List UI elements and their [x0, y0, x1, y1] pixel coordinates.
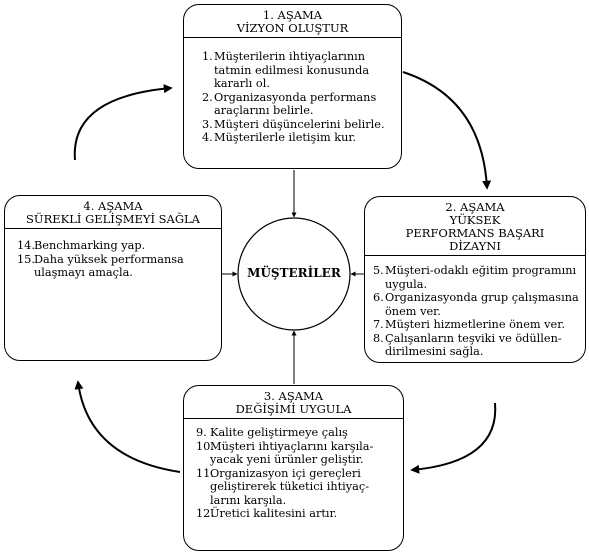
step-number: 12. [196, 507, 214, 520]
step-item: 9.Kalite geliştirmeye çalış [196, 426, 399, 440]
stage-4-steps: 14.Benchmarking yap. 15.Daha yüksek perf… [5, 229, 221, 280]
step-text: Benchmarking yap. [34, 239, 146, 252]
step-number: 6. [373, 291, 384, 304]
step-text: Müşterilerin ihtiyaçlarının tatmin edilm… [214, 50, 370, 90]
stage-4-header: 4. AŞAMA SÜREKLİ GELİŞMEYİ SAĞLA [5, 196, 221, 226]
stage-subtitle: SÜREKLİ GELİŞMEYİ SAĞLA [26, 212, 200, 226]
step-item: 1.Müşterilerin ihtiyaçlarının tatmin edi… [202, 50, 393, 91]
header-divider [184, 37, 401, 38]
stage-title: 3. AŞAMA [263, 389, 324, 403]
step-number: 14. [17, 239, 35, 252]
step-number: 8. [373, 331, 384, 345]
cycle-arrow-2-to-3 [410, 402, 497, 474]
step-number: 10. [196, 439, 214, 453]
step-text: Organizasyon içi gereçleri geliştirerek … [210, 466, 370, 507]
stage-subtitle: VİZYON OLUŞTUR [236, 21, 349, 35]
header-divider [184, 418, 403, 419]
step-item: 2.Organizasyonda performans araçlarını b… [202, 91, 393, 118]
stage-3-steps: 9.Kalite geliştirmeye çalış 10.Müşteri i… [184, 419, 403, 521]
stage-title: 2. AŞAMA [445, 200, 505, 214]
step-number: 9. [196, 426, 207, 439]
step-item: 15.Daha yüksek performansa ulaşmayı amaç… [17, 253, 215, 280]
stage-1-steps: 1.Müşterilerin ihtiyaçlarının tatmin edi… [184, 38, 401, 145]
header-divider [365, 255, 585, 256]
step-item: 10.Müşteri ihtiyaçlarını karşıla-yacak y… [196, 440, 399, 467]
cycle-arrow-3-to-4 [74, 380, 181, 473]
step-item: 6.Organizasyonda grup çalışmasına önem v… [373, 291, 581, 318]
cycle-arrow-4-to-1 [73, 84, 173, 161]
step-number: 11. [196, 466, 214, 480]
step-text: Çalışanların teşviki ve ödüllen-dirilmes… [385, 331, 562, 359]
step-number: 2. [202, 90, 213, 104]
step-number: 7. [373, 318, 384, 331]
stage-1-header: 1. AŞAMA VİZYON OLUŞTUR [184, 5, 401, 35]
step-text: Üretici kalitesini artır. [210, 507, 338, 520]
step-number: 5. [373, 264, 384, 277]
cycle-arrow-1-to-2 [402, 71, 492, 190]
step-text: Müşterilerle iletişim kur. [214, 131, 357, 144]
stage-subtitle: YÜKSEK PERFORMANS BAŞARI DİZAYNI [405, 213, 545, 253]
customers-circle [237, 217, 351, 331]
step-text: Organizasyonda performans araçlarını bel… [214, 90, 377, 118]
stage-3-header: 3. AŞAMA DEĞİŞİMİ UYGULA [184, 386, 403, 416]
stage-1-box: 1. AŞAMA VİZYON OLUŞTUR 1.Müşterilerin i… [183, 4, 402, 169]
step-number: 4. [202, 131, 213, 144]
step-text: Müşteri düşüncelerini belirle. [214, 117, 385, 131]
step-text: Organizasyonda grup çalışmasına önem ver… [385, 291, 579, 318]
step-number: 3. [202, 117, 213, 131]
stage-title: 1. AŞAMA [262, 8, 323, 22]
step-item: 14.Benchmarking yap. [17, 239, 215, 253]
step-item: 7.Müşteri hizmetlerine önem ver. [373, 318, 581, 332]
header-divider [5, 228, 221, 229]
stage-subtitle: DEĞİŞİMİ UYGULA [235, 402, 352, 416]
step-text: Daha yüksek performansa ulaşmayı amaçla. [34, 252, 184, 280]
step-text: Kalite geliştirmeye çalış [210, 426, 348, 439]
customers-label: MÜŞTERİLER [247, 266, 341, 280]
step-number: 1. [202, 50, 213, 63]
stage-4-box: 4. AŞAMA SÜREKLİ GELİŞMEYİ SAĞLA 14.Benc… [4, 195, 222, 361]
stage-3-box: 3. AŞAMA DEĞİŞİMİ UYGULA 9.Kalite gelişt… [183, 385, 404, 551]
step-item: 8.Çalışanların teşviki ve ödüllen-dirilm… [373, 332, 581, 359]
step-item: 12.Üretici kalitesini artır. [196, 507, 399, 521]
step-text: Müşteri ihtiyaçlarını karşıla-yacak yeni… [210, 439, 374, 467]
step-text: Müşteri hizmetlerine önem ver. [385, 318, 565, 331]
step-text: Müşteri-odaklı eğitim programını uygula. [385, 264, 577, 291]
stage-2-header: 2. AŞAMA YÜKSEK PERFORMANS BAŞARI DİZAYN… [365, 197, 585, 253]
step-item: 5.Müşteri-odaklı eğitim programını uygul… [373, 264, 581, 291]
step-number: 15. [17, 252, 35, 266]
step-item: 11.Organizasyon içi gereçleri geliştirer… [196, 467, 399, 508]
step-item: 4.Müşterilerle iletişim kur. [202, 131, 393, 145]
step-item: 3.Müşteri düşüncelerini belirle. [202, 118, 393, 132]
stage-title: 4. AŞAMA [83, 199, 143, 213]
stage-2-box: 2. AŞAMA YÜKSEK PERFORMANS BAŞARI DİZAYN… [364, 196, 586, 363]
stage-2-steps: 5.Müşteri-odaklı eğitim programını uygul… [365, 256, 585, 359]
